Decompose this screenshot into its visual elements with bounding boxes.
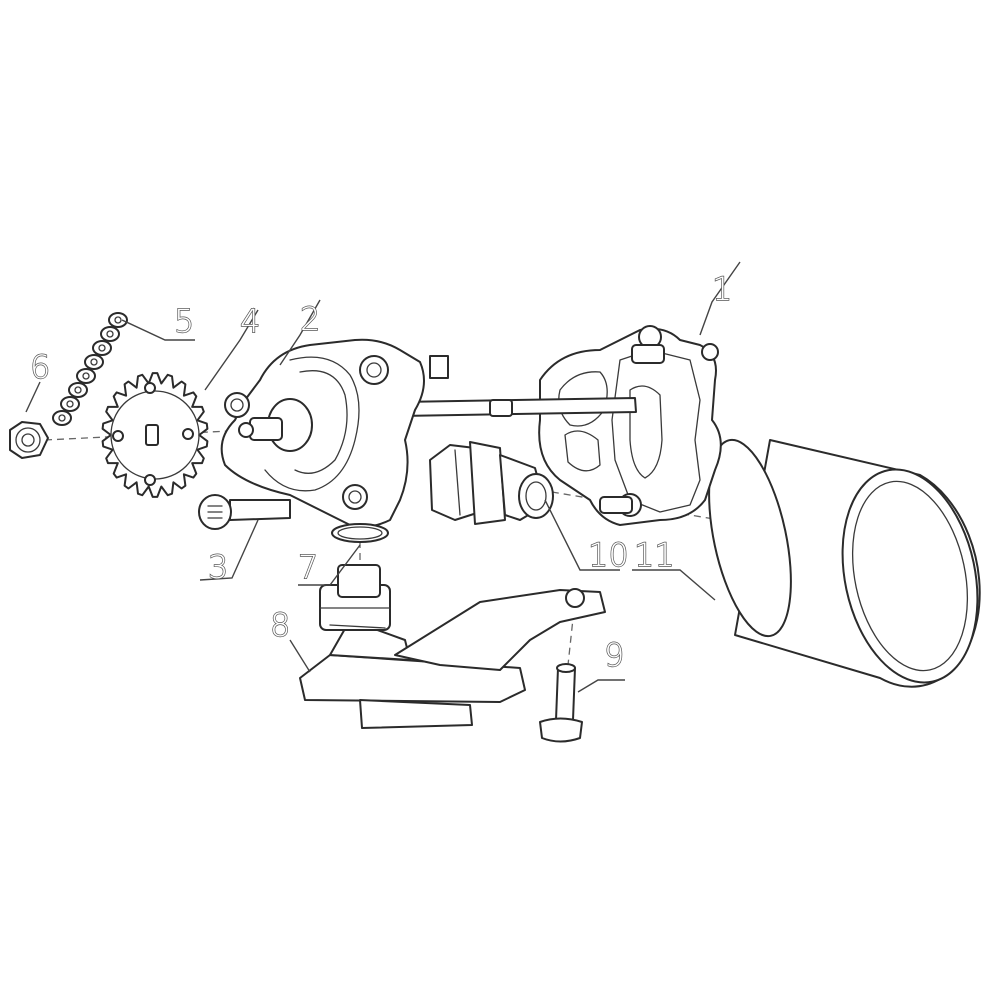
callout-9: 9	[604, 636, 624, 674]
chain-pin	[106, 330, 114, 338]
callout-leader-lines	[25, 261, 741, 693]
strainer-bolt	[539, 663, 583, 743]
chain-link	[68, 382, 88, 398]
chain-link	[108, 312, 128, 328]
callout-6: 6	[30, 348, 50, 386]
chain-pin	[66, 400, 74, 408]
callout-4: 4	[240, 302, 260, 340]
callout-7: 7	[298, 548, 318, 586]
callout-10: 10	[588, 536, 629, 574]
oil-strainer-pickup	[299, 564, 606, 729]
bypass-valve-plug	[429, 441, 554, 525]
callout-3: 3	[208, 548, 228, 586]
chain-pin	[74, 386, 82, 394]
callout-8: 8	[270, 606, 290, 644]
callout-1: 1	[712, 270, 732, 308]
callout-labels: 1 2 3 4 5 6 7 8 9 10 11	[29, 269, 733, 674]
o-ring-seal	[331, 523, 389, 543]
callout-11: 11	[634, 536, 675, 574]
mounting-bolt	[198, 494, 291, 530]
callout-5: 5	[174, 302, 194, 340]
chain-pin	[58, 414, 66, 422]
chain-pin	[98, 344, 106, 352]
chain-link	[92, 340, 112, 356]
chain-pin	[82, 372, 90, 380]
oil-filter-cartridge	[708, 438, 981, 688]
chain-link	[84, 354, 104, 370]
drive-sprocket	[101, 372, 209, 498]
drive-chain	[52, 312, 128, 426]
chain-link	[100, 326, 120, 342]
chain-link	[60, 396, 80, 412]
chain-link	[52, 410, 72, 426]
front-pump-cover	[220, 338, 425, 528]
chain-link	[76, 368, 96, 384]
sprocket-nut	[9, 421, 49, 459]
chain-pin	[114, 316, 122, 324]
callout-2: 2	[300, 300, 320, 338]
chain-pin	[90, 358, 98, 366]
rear-pump-housing	[538, 325, 722, 526]
